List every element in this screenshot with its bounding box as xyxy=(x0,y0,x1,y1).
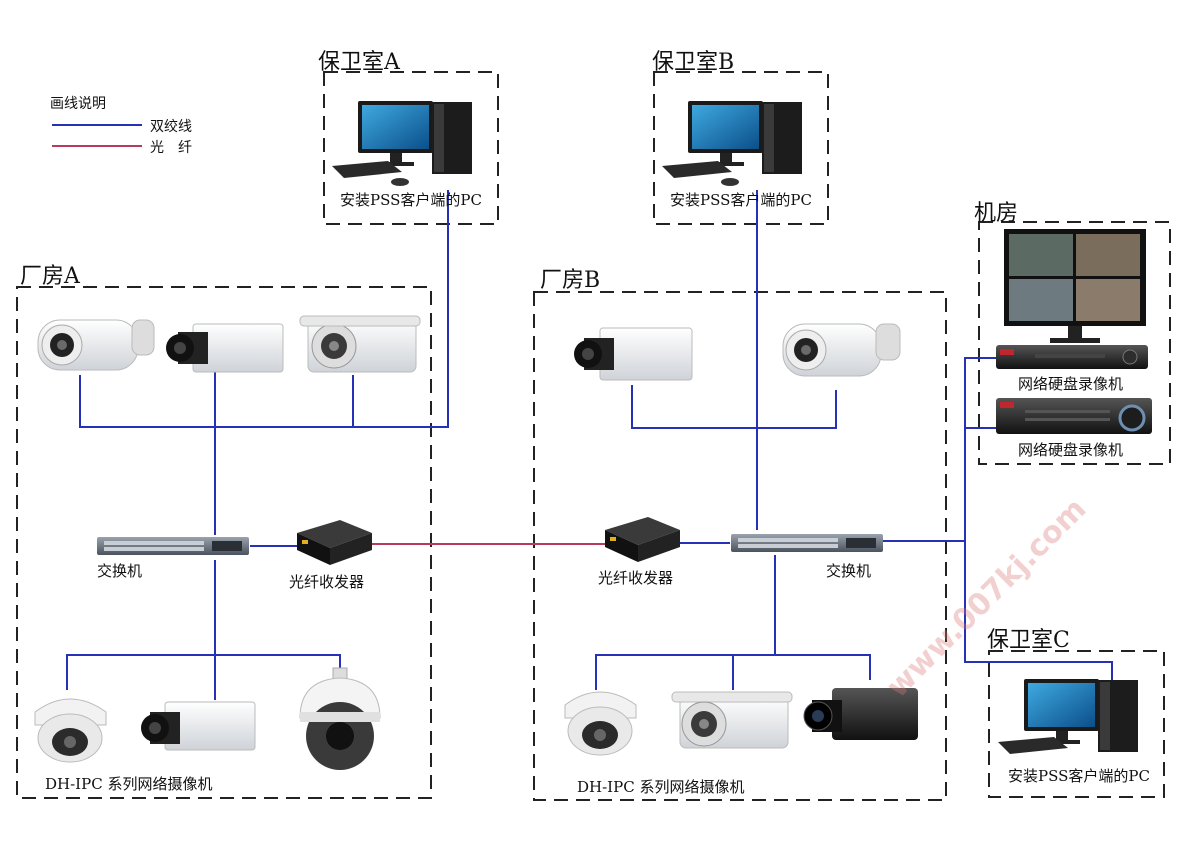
guard-c-pc-icon xyxy=(998,679,1138,754)
plant-a-transceiver-label: 光纤收发器 xyxy=(289,573,365,591)
guard-a-pc-icon xyxy=(332,101,472,186)
plant-a-ir-camera-icon xyxy=(299,315,421,373)
guard-b-pc-icon xyxy=(662,101,802,186)
server-room-title: 机房 xyxy=(974,201,1019,226)
plant-a-dome-camera-icon xyxy=(34,698,107,763)
plant-b-ipc-label: DH-IPC 系列网络摄像机 xyxy=(577,778,745,796)
plant-a-switch-label: 交换机 xyxy=(97,562,143,580)
guard-b-pc-label: 安装PSS客户端的PC xyxy=(670,191,812,209)
plant-b-bullet-camera-icon xyxy=(782,323,901,377)
plant-b-dome-camera-icon xyxy=(564,691,637,756)
nvr-1-icon xyxy=(996,345,1148,369)
guard-c-box xyxy=(988,650,1165,798)
plant-b-transceiver-icon xyxy=(605,517,680,562)
plant-a-bullet-camera-icon xyxy=(37,319,155,371)
legend-twisted-pair-label: 双绞线 xyxy=(150,119,192,135)
nvr-2-icon xyxy=(996,398,1152,434)
server-room-box xyxy=(978,221,1171,465)
guard-room-c-title: 保卫室C xyxy=(987,628,1070,653)
plant-a-box xyxy=(16,286,432,799)
guard-b-box xyxy=(653,71,829,225)
guard-a-box xyxy=(323,71,499,225)
guard-a-pc-label: 安装PSS客户端的PC xyxy=(340,191,482,209)
plant-a-switch-icon xyxy=(97,537,249,555)
guard-room-a-title: 保卫室A xyxy=(318,50,400,75)
plant-a-box-camera-2-icon xyxy=(141,701,256,751)
plant-a-ipc-label: DH-IPC 系列网络摄像机 xyxy=(45,775,213,793)
legend-title: 画线说明 xyxy=(50,96,106,112)
plant-b-title: 厂房B xyxy=(540,268,601,293)
plant-b-ir-camera-icon xyxy=(671,691,793,749)
guard-c-pc-label: 安装PSS客户端的PC xyxy=(1008,767,1150,785)
plant-a-title: 厂房A xyxy=(20,264,80,289)
twisted-pair-wires xyxy=(66,190,1113,700)
plant-b-switch-label: 交换机 xyxy=(826,562,872,580)
nvr-2-label: 网络硬盘录像机 xyxy=(1018,441,1124,459)
plant-b-switch-icon xyxy=(731,534,883,552)
plant-a-transceiver-icon xyxy=(297,520,372,565)
plant-a-ptz-camera-icon xyxy=(299,667,381,770)
legend-fiber-label: 光 纤 xyxy=(150,140,192,156)
nvr-1-label: 网络硬盘录像机 xyxy=(1018,375,1124,393)
plant-a-box-camera-icon xyxy=(166,323,284,373)
plant-b-box-camera-icon xyxy=(574,327,693,381)
plant-b-transceiver-label: 光纤收发器 xyxy=(598,569,674,587)
plant-b-black-box-camera-icon xyxy=(803,688,918,740)
video-wall-monitor-icon xyxy=(1004,229,1146,343)
plant-b-box xyxy=(533,291,947,801)
guard-room-b-title: 保卫室B xyxy=(652,50,735,75)
